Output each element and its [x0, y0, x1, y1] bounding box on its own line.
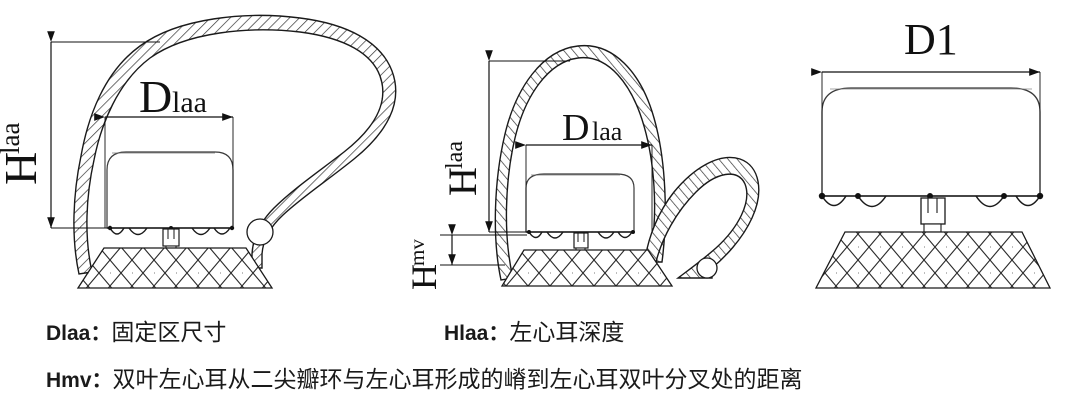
mesh-disc-panel-2 [500, 249, 674, 287]
caption-hlaa-value: 左心耳深度 [509, 320, 625, 345]
dimension-h-laa-panel-1: H laa [0, 31, 160, 229]
dimension-d1-panel-3: D1 [811, 15, 1041, 196]
label-h-laa-2-main: H [440, 167, 485, 196]
dimension-d-laa-panel-2: D laa [515, 107, 653, 232]
panel-2-bilobed: H laa D laa H mv [404, 44, 760, 290]
central-hub-panel-3 [920, 197, 946, 233]
panel-1-single-lobe: H laa D laa [0, 14, 397, 289]
label-h-laa-main: H [0, 152, 46, 185]
caption-dlaa-separator: ： [90, 322, 112, 345]
label-d-laa-2-main: D [562, 107, 589, 149]
catheter-circle-panel-2 [696, 257, 718, 279]
caption-hmv-value: 双叶左心耳从二尖瓣环与左心耳形成的嵴到左心耳双叶分叉处的距离 [112, 367, 803, 392]
caption-block: Dlaa：固定区尺寸 Hlaa：左心耳深度 Hmv：双叶左心耳从二尖瓣环与左心耳… [0, 310, 1080, 418]
label-d1: D1 [904, 15, 958, 64]
caption-hlaa-key: Hlaa [444, 322, 489, 345]
caption-hmv-separator: ： [91, 369, 113, 392]
occluder-body-panel-1 [106, 151, 234, 229]
occluder-body-panel-2 [525, 173, 635, 233]
anchor-hooks-panel-2 [527, 230, 635, 239]
caption-dlaa-key: Dlaa [46, 322, 91, 345]
laa-wall-main-lobe-panel-2 [494, 44, 666, 281]
label-h-mv-main: H [404, 264, 444, 290]
laa-wall-panel-1 [73, 14, 397, 275]
label-d-laa-sub: laa [172, 86, 207, 119]
mesh-disc-panel-1 [76, 247, 274, 289]
caption-dlaa-value: 固定区尺寸 [111, 320, 227, 345]
label-d-laa-2-sub: laa [592, 117, 623, 146]
label-d-laa-main: D [139, 71, 172, 122]
dimension-h-laa-panel-2: H laa [440, 50, 570, 233]
caption-dlaa: Dlaa：固定区尺寸 [46, 318, 226, 349]
occluder-body-panel-3 [821, 87, 1041, 197]
dimension-d-laa-panel-1: D laa [94, 71, 234, 228]
mesh-disc-panel-3 [814, 231, 1052, 289]
label-h-mv-sub: mv [405, 239, 429, 266]
caption-hlaa: Hlaa：左心耳深度 [444, 318, 624, 349]
caption-hmv: Hmv：双叶左心耳从二尖瓣环与左心耳形成的嵴到左心耳双叶分叉处的距离 [46, 365, 803, 396]
label-h-laa-2-sub: laa [442, 141, 468, 169]
caption-hmv-key: Hmv [46, 369, 92, 392]
caption-hlaa-separator: ： [488, 322, 510, 345]
figure-area: H laa D laa [0, 14, 1052, 290]
label-h-laa-sub: laa [0, 123, 25, 154]
catheter-circle-panel-1 [246, 218, 274, 246]
dimension-h-mv-panel-2: H mv [404, 224, 527, 290]
panel-3-device-front-view: D1 [811, 15, 1052, 289]
